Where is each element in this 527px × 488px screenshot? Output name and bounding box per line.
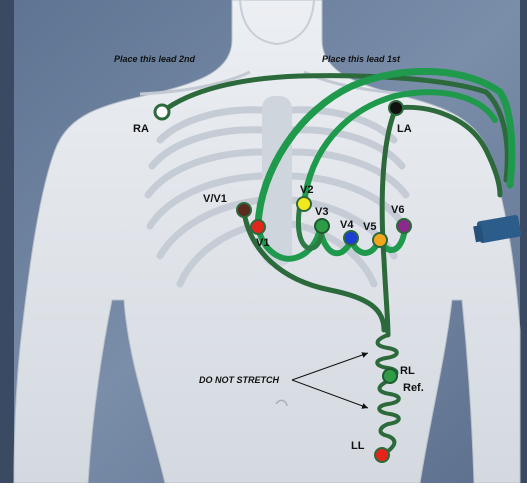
label-v1: V1 [256,237,269,249]
electrode-v1 [251,220,265,234]
label-rl: RL [400,365,415,377]
electrode-ll [375,448,389,462]
electrode-rl [383,369,397,383]
label-v2: V2 [300,184,313,196]
label-v3: V3 [315,206,328,218]
electrode-la [389,101,403,115]
electrode-v4 [344,231,358,245]
right-border [520,0,527,483]
electrode-v2 [297,197,311,211]
label-ra: RA [133,123,149,135]
instruction-first: Place this lead 1st [322,54,401,64]
label-v6: V6 [391,204,404,216]
label-ll: LL [351,440,365,452]
instruction-second: Place this lead 2nd [114,54,196,64]
electrode-v3 [315,219,329,233]
label-vv1: V/V1 [203,193,227,205]
electrode-vv1 [237,203,251,217]
label-v4: V4 [340,219,354,231]
left-border [0,0,14,483]
label-rl-ref: Ref. [403,382,424,394]
electrode-v5 [373,233,387,247]
electrode-v6 [397,219,411,233]
stretch-warning: DO NOT STRETCH [199,375,279,385]
electrode-ra [155,105,169,119]
label-v5: V5 [363,221,376,233]
label-la: LA [397,123,412,135]
